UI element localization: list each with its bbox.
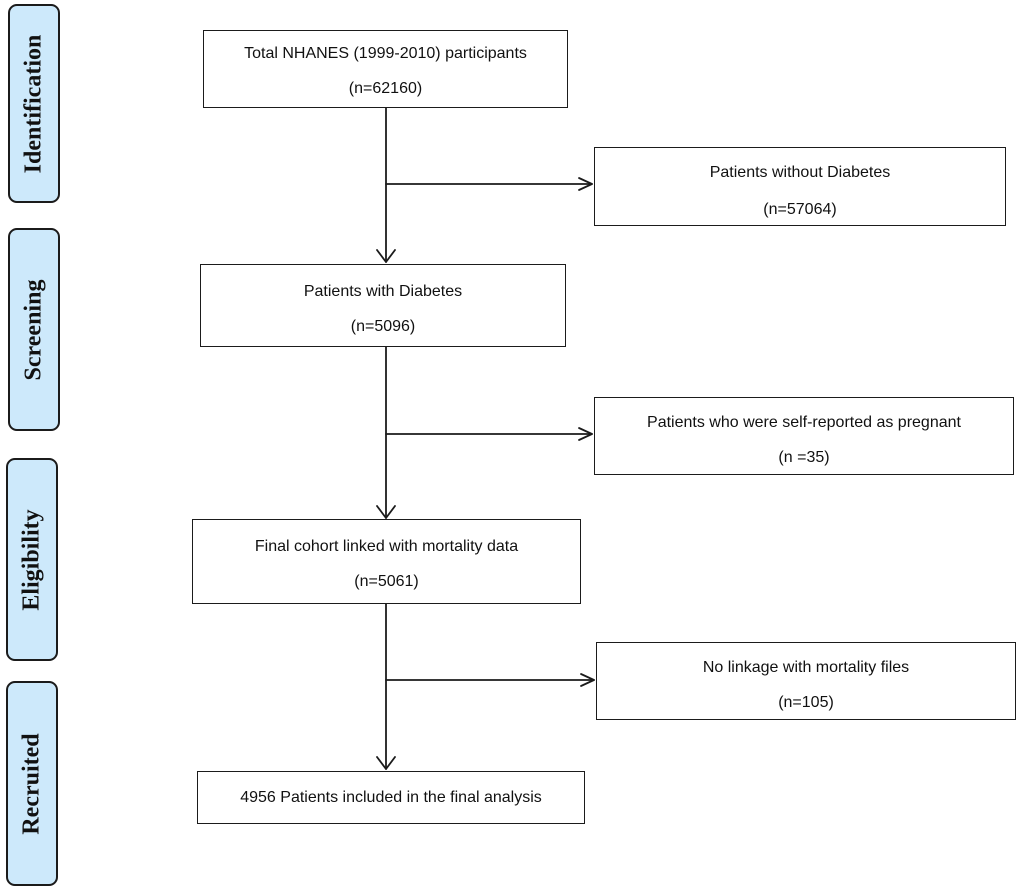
phase-eligibility: Eligibility <box>6 458 58 661</box>
box-pregnant: Patients who were self-reported as pregn… <box>594 397 1014 475</box>
box-with-diabetes-title: Patients with Diabetes <box>303 283 463 300</box>
phase-recruited: Recruited <box>6 681 58 886</box>
box-included-title: 4956 Patients included in the final anal… <box>240 789 542 806</box>
phase-identification: Identification <box>8 4 60 203</box>
phase-screening: Screening <box>8 228 60 431</box>
box-final-cohort-title: Final cohort linked with mortality data <box>254 538 519 555</box>
arrowhead-to-cohort <box>376 505 396 519</box>
box-final-cohort-count: (n=5061) <box>354 573 419 590</box>
box-final-cohort: Final cohort linked with mortality data … <box>192 519 581 604</box>
arrowhead-to-without-diabetes <box>578 177 593 191</box>
arrowhead-to-no-linkage <box>580 673 595 687</box>
box-without-diabetes-count: (n=57064) <box>763 201 837 218</box>
box-total-title: Total NHANES (1999-2010) participants <box>244 45 527 62</box>
arrowhead-to-pregnant <box>578 427 593 441</box>
box-total-participants: Total NHANES (1999-2010) participants (n… <box>203 30 568 108</box>
arrowhead-to-included <box>376 756 396 770</box>
box-no-linkage: No linkage with mortality files (n=105) <box>596 642 1016 720</box>
box-no-linkage-title: No linkage with mortality files <box>702 659 910 676</box>
box-included: 4956 Patients included in the final anal… <box>197 771 585 824</box>
box-no-linkage-count: (n=105) <box>778 694 834 711</box>
box-with-diabetes: Patients with Diabetes (n=5096) <box>200 264 566 347</box>
box-with-diabetes-count: (n=5096) <box>350 318 416 335</box>
arrowhead-to-diabetes <box>376 249 396 263</box>
box-without-diabetes: Patients without Diabetes (n=57064) <box>594 147 1006 226</box>
box-without-diabetes-title: Patients without Diabetes <box>709 164 891 181</box>
box-pregnant-title: Patients who were self-reported as pregn… <box>647 414 961 431</box>
box-total-count: (n=62160) <box>348 80 423 97</box>
box-pregnant-count: (n =35) <box>778 449 830 466</box>
